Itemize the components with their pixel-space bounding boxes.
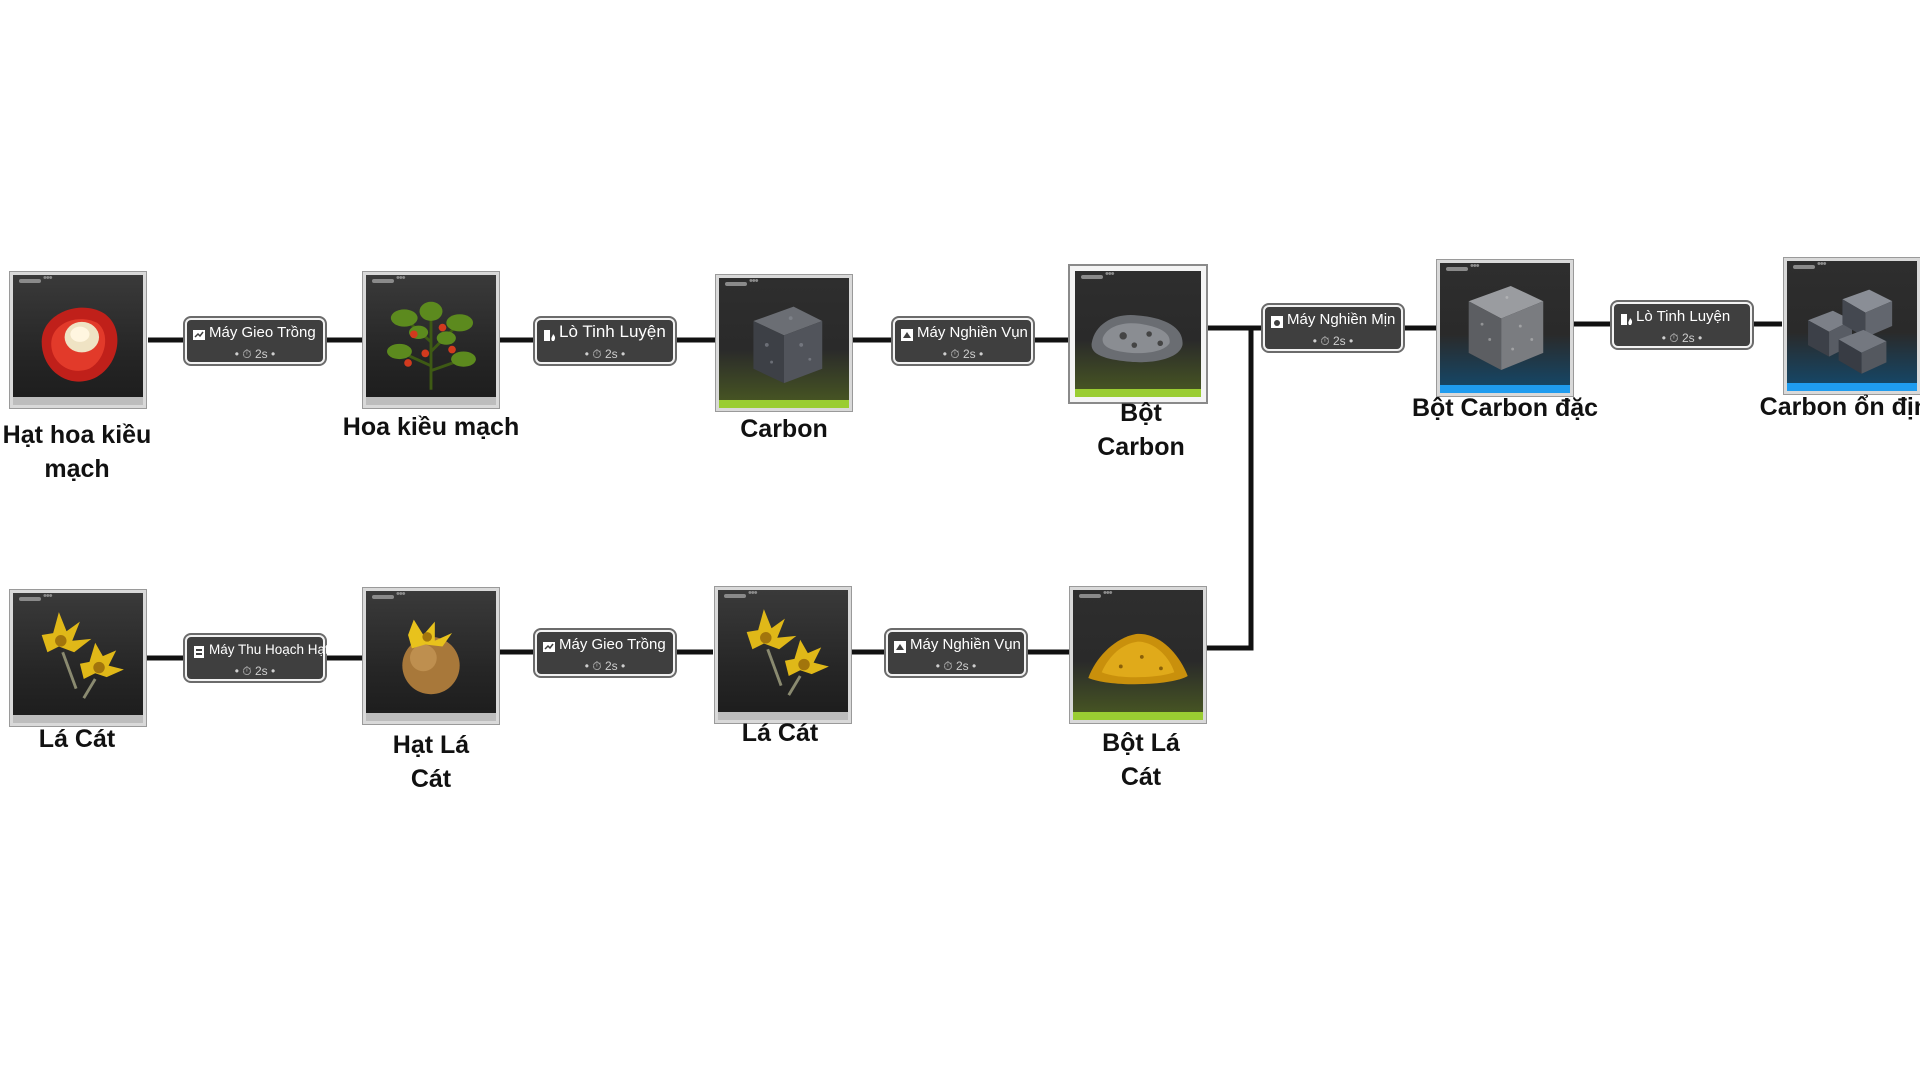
item-la-cat[interactable] [715, 587, 851, 723]
item-label: Hạt hoa kiều mạch [2, 421, 152, 483]
machine-name: Máy Thu Hoạch Hạt [209, 642, 329, 657]
machine-may-nghien-min[interactable]: Máy Nghiền Mịn • ⏱ 2s • [1261, 303, 1405, 353]
item-bot-carbon-dac[interactable] [1437, 260, 1573, 396]
item-label: Bột Lá Cát [1102, 729, 1180, 791]
rarity-dots [1793, 261, 1837, 270]
machine-name: Máy Nghiền Mịn [1287, 311, 1396, 328]
machine-name: Máy Nghiền Vụn [917, 324, 1028, 341]
rarity-bar [13, 397, 143, 405]
item-la-cat[interactable] [10, 590, 146, 726]
grinder-icon [1269, 314, 1285, 330]
sand-leaf-powder-icon [1088, 633, 1188, 685]
rarity-bar [1787, 383, 1917, 391]
machine-time-value: 2s [605, 347, 618, 361]
item-label: Hoa kiều mạch [342, 413, 520, 441]
rarity-bar [1440, 385, 1570, 393]
refinery-icon [541, 327, 557, 343]
sand-leaf-icon [41, 612, 124, 699]
machine-time: • ⏱ 2s • [584, 659, 626, 673]
carbon-cube-icon [753, 306, 823, 384]
rarity-bar [1073, 712, 1203, 720]
machine-time-value: 2s [963, 347, 976, 361]
machine-name: Máy Gieo Trồng [209, 324, 316, 341]
rarity-dots [1079, 590, 1123, 599]
rarity-dots [19, 275, 63, 284]
refinery-icon [1618, 311, 1634, 327]
item-label: Bột Carbon đặc [1411, 394, 1599, 422]
machine-time: • ⏱ 2s • [584, 347, 626, 361]
machine-may-gieo-trong[interactable]: Máy Gieo Trồng • ⏱ 2s • [183, 316, 327, 366]
item-hat-la-cat[interactable] [363, 588, 499, 724]
machine-name: Lò Tinh Luyện [1636, 308, 1731, 325]
sand-leaf-seed-icon [402, 619, 460, 695]
item-label: Lá Cát [38, 725, 116, 753]
item-carbon-on-dinh[interactable] [1784, 258, 1920, 394]
rarity-bar [1075, 389, 1201, 397]
item-label: Carbon ổn định [1759, 393, 1920, 421]
seed-harvester-icon [191, 644, 207, 660]
machine-time: • ⏱ 2s • [942, 347, 984, 361]
planter-icon [541, 639, 557, 655]
carbon-powder-icon [1091, 314, 1183, 363]
rarity-dots [1081, 271, 1125, 280]
machine-time: • ⏱ 2s • [1312, 334, 1354, 348]
rarity-bar [719, 400, 849, 408]
planter-icon [191, 327, 207, 343]
shredder-icon [892, 639, 908, 655]
item-hat-hoa-kieu-mach[interactable] [10, 272, 146, 408]
machine-lo-tinh-luyen[interactable]: Lò Tinh Luyện • ⏱ 2s • [533, 316, 677, 366]
item-label: Carbon [740, 415, 828, 443]
machine-may-nghien-vun[interactable]: Máy Nghiền Vụn • ⏱ 2s • [884, 628, 1028, 678]
rarity-dots [724, 590, 768, 599]
rarity-dots [19, 593, 63, 602]
machine-name: Máy Nghiền Vụn [910, 636, 1021, 653]
item-label: Bột Carbon [1097, 399, 1185, 461]
machine-may-thu-hoach-hat[interactable]: Máy Thu Hoạch Hạt • ⏱ 2s • [183, 633, 329, 683]
machine-time-value: 2s [255, 347, 268, 361]
item-label: Lá Cát [741, 719, 819, 747]
shredder-icon [899, 327, 915, 343]
rarity-bar [718, 712, 848, 720]
machine-time-value: 2s [956, 659, 969, 673]
machine-time: • ⏱ 2s • [234, 664, 276, 678]
stable-carbon-icon [1808, 289, 1893, 374]
buckwheat-seed-icon [41, 307, 118, 382]
sand-leaf-icon [746, 609, 829, 696]
buckwheat-plant-icon [387, 301, 476, 390]
dense-carbon-powder-icon [1468, 285, 1544, 371]
rarity-bar [366, 397, 496, 405]
machine-time: • ⏱ 2s • [1661, 331, 1703, 345]
item-carbon[interactable] [716, 275, 852, 411]
item-label: Hạt Lá Cát [392, 731, 470, 793]
machine-may-gieo-trong[interactable]: Máy Gieo Trồng • ⏱ 2s • [533, 628, 677, 678]
rarity-dots [372, 591, 416, 600]
item-bot-carbon[interactable] [1070, 266, 1206, 402]
item-hoa-kieu-mach[interactable] [363, 272, 499, 408]
machine-time-value: 2s [605, 659, 618, 673]
machine-may-nghien-vun[interactable]: Máy Nghiền Vụn • ⏱ 2s • [891, 316, 1035, 366]
machine-lo-tinh-luyen[interactable]: Lò Tinh Luyện • ⏱ 2s • [1610, 300, 1754, 350]
rarity-dots [372, 275, 416, 284]
machine-time: • ⏱ 2s • [234, 347, 276, 361]
machine-time: • ⏱ 2s • [935, 659, 977, 673]
machine-time-value: 2s [255, 664, 268, 678]
item-bot-la-cat[interactable] [1070, 587, 1206, 723]
rarity-bar [13, 715, 143, 723]
machine-time-value: 2s [1333, 334, 1346, 348]
rarity-dots [725, 278, 769, 287]
rarity-bar [366, 713, 496, 721]
rarity-dots [1446, 263, 1490, 272]
machine-name: Máy Gieo Trồng [559, 636, 666, 653]
machine-name: Lò Tinh Luyện [559, 322, 666, 341]
machine-time-value: 2s [1682, 331, 1695, 345]
